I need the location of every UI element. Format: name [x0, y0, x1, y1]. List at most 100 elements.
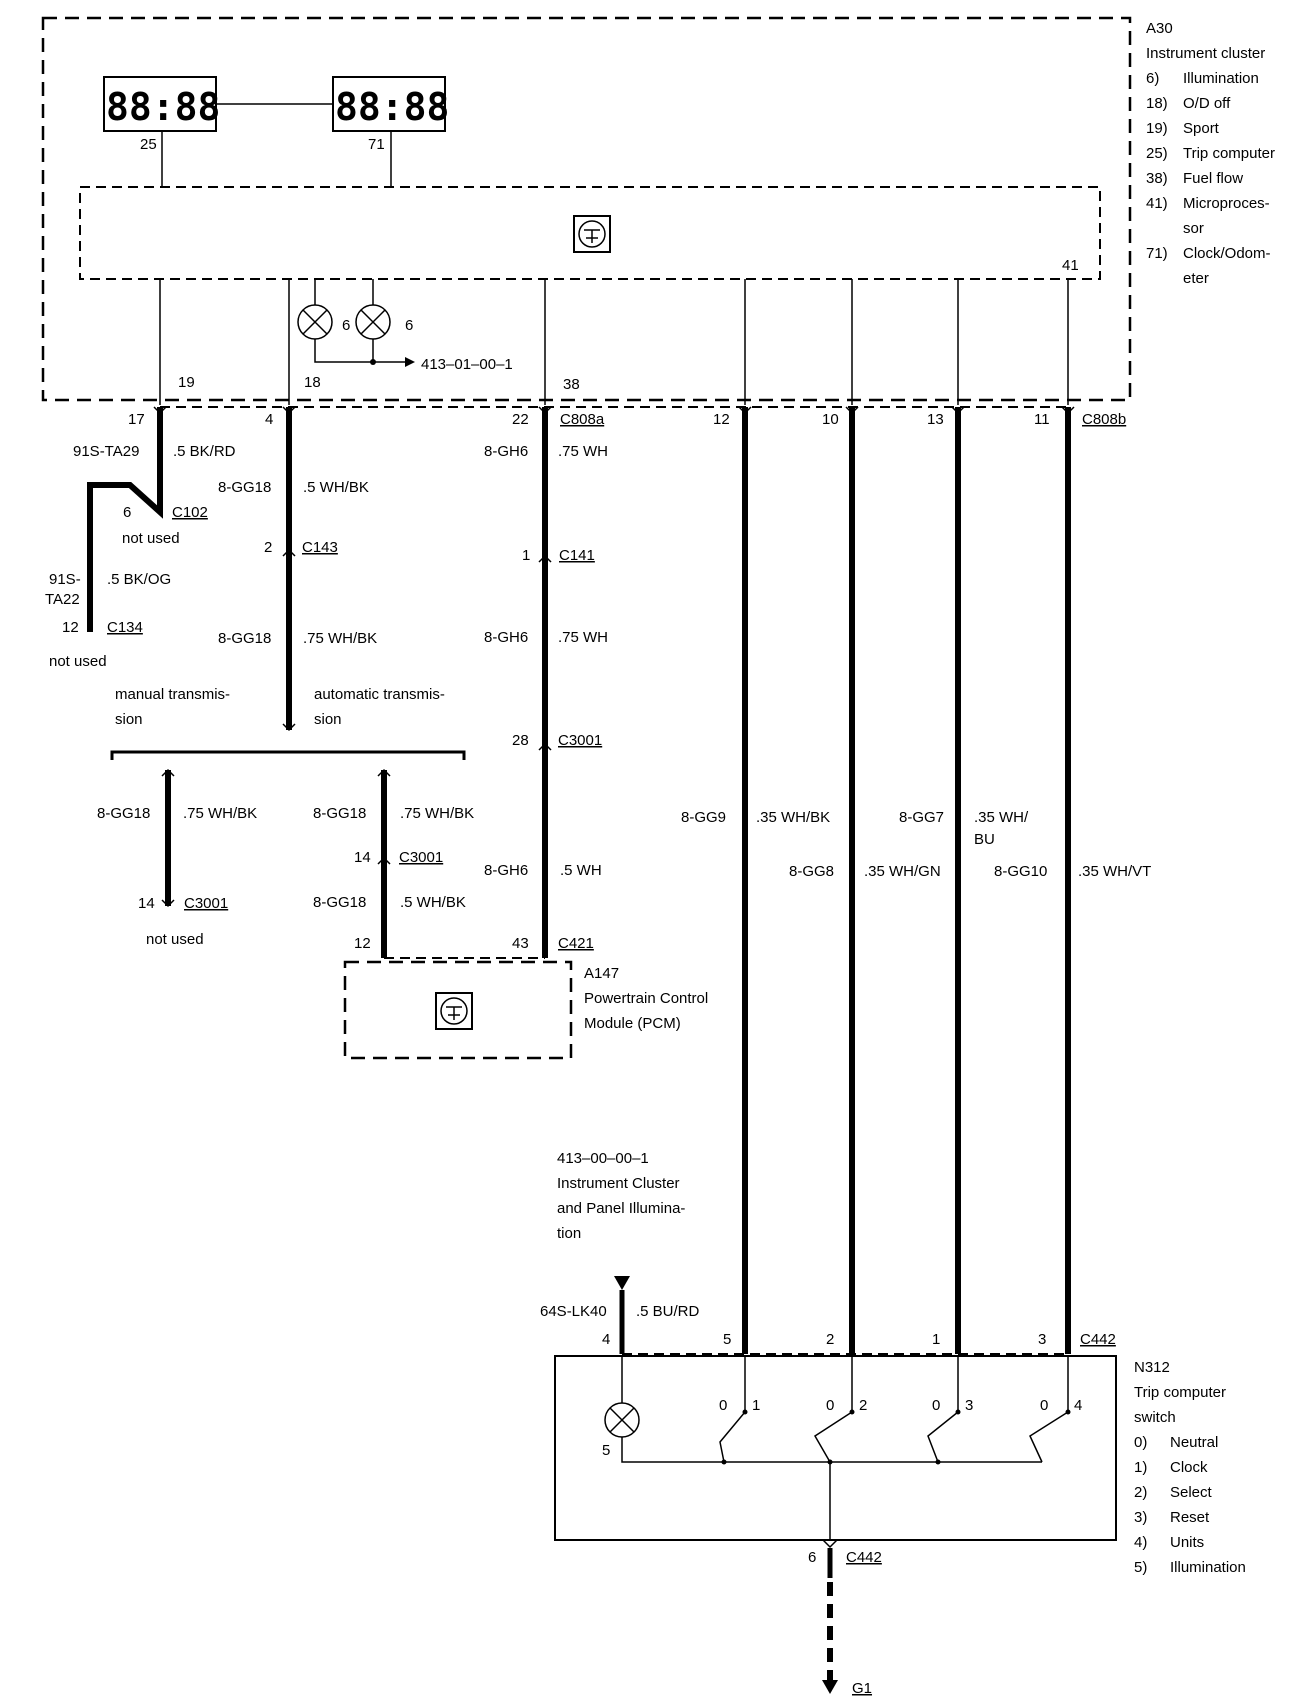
a30-legend: A30 Instrument cluster 6) Illumination 1…	[1146, 20, 1275, 287]
wire-pin: 11	[1034, 411, 1050, 428]
wire-spec: .5 WH	[560, 862, 602, 879]
switch-pos-off: 0	[826, 1397, 834, 1414]
n312-legend-text: Select	[1170, 1484, 1213, 1501]
illumination-lamps	[297, 279, 415, 367]
a30-legend-text: eter	[1183, 270, 1209, 287]
wire-pin: 17	[128, 411, 145, 428]
wire-circuit: TA22	[45, 591, 80, 608]
pin-19: 19	[178, 374, 195, 391]
switch-box	[554, 1355, 1117, 1541]
wire-circuit: 8-GG7	[899, 809, 944, 826]
wire-64s-lk40: 64S-LK40 .5 BU/RD 4	[540, 1276, 700, 1354]
pcm-symbol	[435, 992, 473, 1030]
wire-pin: 12	[713, 411, 730, 428]
wire-spec: .35 WH/VT	[1078, 863, 1151, 880]
switch-pin: 2	[826, 1331, 834, 1348]
n312-legend-num: 2)	[1134, 1484, 1147, 1501]
microprocessor-box	[79, 186, 1101, 280]
wire-spec: .5 BK/OG	[107, 571, 171, 588]
pcm-a147: A147 Powertrain Control Module (PCM)	[343, 957, 708, 1060]
pcm-name: Powertrain Control	[584, 990, 708, 1007]
wire-spec: .35 WH/	[974, 809, 1029, 826]
n312-legend-text: Neutral	[1170, 1434, 1218, 1451]
wire-pin: 14	[354, 849, 371, 866]
a30-legend-num: 71)	[1146, 245, 1168, 262]
pin-71: 71	[368, 136, 385, 153]
wire-pin: 4	[602, 1331, 610, 1348]
n312-legend-num: 3)	[1134, 1509, 1147, 1526]
n312-legend: N312 Trip computer switch 0) Neutral 1) …	[1134, 1359, 1246, 1576]
a30-legend-text: Microproces-	[1183, 195, 1270, 212]
a30-legend-num: 6)	[1146, 70, 1159, 87]
trip-computer-switch-n312: 5 2 1 3 C442 5 0 1 0 2 0 3 0 4	[554, 1331, 1117, 1697]
lamp-ref: 413–01–00–1	[421, 356, 513, 373]
wire-spec: .75 WH/BK	[400, 805, 474, 822]
connector-c143: C143	[302, 539, 338, 556]
a30-legend-num: 41)	[1146, 195, 1168, 212]
switch-pos-on: 4	[1074, 1397, 1082, 1414]
wire-pin: 12	[62, 619, 79, 636]
a30-legend-num: 25)	[1146, 145, 1168, 162]
wire-pin: 13	[927, 411, 944, 428]
wire-pin: 4	[265, 411, 273, 428]
connector-c3001: C3001	[399, 849, 443, 866]
switch-pos-off: 0	[719, 1397, 727, 1414]
wire-pin: 2	[264, 539, 272, 556]
connector-c3001: C3001	[558, 732, 602, 749]
trip-display-digits: 88:88	[106, 85, 220, 129]
switch-pos-off: 0	[932, 1397, 940, 1414]
instrument-cluster-outline	[41, 16, 1132, 402]
wire-spec: .5 BK/RD	[173, 443, 236, 460]
connector-c442: C442	[1080, 1331, 1116, 1348]
wire-pin: 22	[512, 411, 529, 428]
wire-circuit: 64S-LK40	[540, 1303, 607, 1320]
wire-circuit: 8-GH6	[484, 629, 528, 646]
a30-legend-text: Illumination	[1183, 70, 1259, 87]
lamp-pin-6a: 6	[342, 317, 350, 334]
wire-circuit: 8-GG18	[313, 894, 366, 911]
a30-legend-text: sor	[1183, 220, 1204, 237]
switch-pin: 3	[1038, 1331, 1046, 1348]
n312-name: Trip computer	[1134, 1384, 1226, 1401]
switch-pos-on: 2	[859, 1397, 867, 1414]
illumination-reference: 413–00–00–1 Instrument Cluster and Panel…	[557, 1150, 685, 1242]
n312-legend-num: 0)	[1134, 1434, 1147, 1451]
not-used-label: not used	[122, 530, 180, 547]
a30-legend-text: Clock/Odom-	[1183, 245, 1271, 262]
microprocessor-symbol	[573, 215, 611, 253]
a30-legend-num: 18)	[1146, 95, 1168, 112]
wire-pin: 6	[123, 504, 131, 521]
wire-circuit: 8-GG18	[313, 805, 366, 822]
wire-pin: 10	[822, 411, 839, 428]
connector-c442: C442	[846, 1549, 882, 1566]
lamp-pin-6b: 6	[405, 317, 413, 334]
n312-legend-num: 4)	[1134, 1534, 1147, 1551]
connector-c808b: C808b	[1082, 411, 1126, 428]
wire-pin: 1	[522, 547, 530, 564]
switch-pos-off: 0	[1040, 1397, 1048, 1414]
connector-c134: C134	[107, 619, 143, 636]
pcm-id: A147	[584, 965, 619, 982]
wire-circuit: 8-GH6	[484, 862, 528, 879]
wire-circuit: 8-GH6	[484, 443, 528, 460]
ground-pin: 6	[808, 1549, 816, 1566]
a30-legend-text: O/D off	[1183, 95, 1231, 112]
wire-pin: 43	[512, 935, 529, 952]
wire-circuit: 8-GG9	[681, 809, 726, 826]
wire-spec: .5 BU/RD	[636, 1303, 700, 1320]
n312-id: N312	[1134, 1359, 1170, 1376]
connector-c3001: C3001	[184, 895, 228, 912]
wire-8-gg18: 4 8-GG18 .5 WH/BK 2 C143 8-GG18 .75 WH/B…	[218, 406, 377, 732]
clock-display-digits: 88:88	[335, 85, 449, 129]
wire-spec: .75 WH/BK	[303, 630, 377, 647]
switch-pin: 1	[932, 1331, 940, 1348]
pin-18: 18	[304, 374, 321, 391]
wire-circuit: 8-GG18	[97, 805, 150, 822]
pin-41: 41	[1062, 257, 1079, 274]
switch-pin: 5	[723, 1331, 731, 1348]
illum-ref-text: Instrument Cluster	[557, 1175, 680, 1192]
n312-legend-num: 1)	[1134, 1459, 1147, 1476]
n312-legend-text: Units	[1170, 1534, 1204, 1551]
automatic-label: sion	[314, 711, 342, 728]
